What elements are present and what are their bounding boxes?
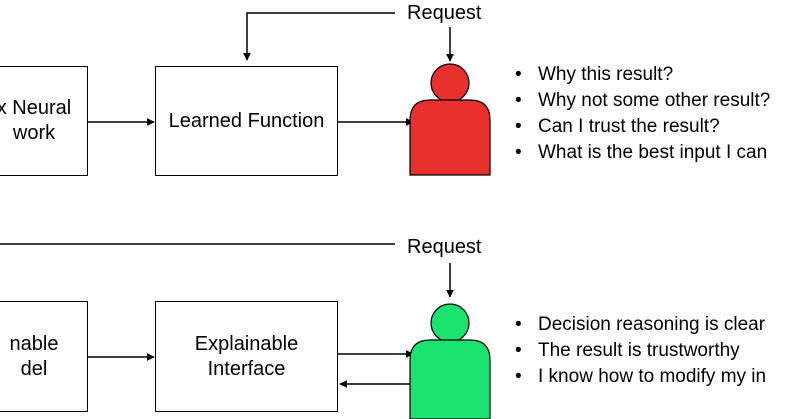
list-item: Why this result? (510, 62, 770, 88)
list-item: Why not some other result? (510, 88, 770, 114)
explainable-model-box: nable del (0, 301, 88, 412)
list-item: The result is trustworthy (510, 338, 766, 364)
question-list: Why this result? Why not some other resu… (510, 62, 770, 166)
list-item: Decision reasoning is clear (510, 312, 766, 338)
learned-function-box: Learned Function (155, 66, 338, 176)
user-icon-green (409, 303, 491, 419)
request-label-top: Request (407, 2, 482, 24)
list-item: Can I trust the result? (510, 114, 770, 140)
list-item: I know how to modify my in (510, 364, 766, 390)
statement-list: Decision reasoning is clear The result i… (510, 312, 766, 390)
list-item: What is the best input I can (510, 140, 770, 166)
user-icon-red (409, 63, 491, 176)
explainable-interface-box: Explainable Interface (155, 301, 338, 412)
neural-network-box: x Neural work (0, 66, 88, 176)
arrow-request-feedback-top (243, 12, 395, 61)
request-label-bottom: Request (407, 236, 482, 258)
